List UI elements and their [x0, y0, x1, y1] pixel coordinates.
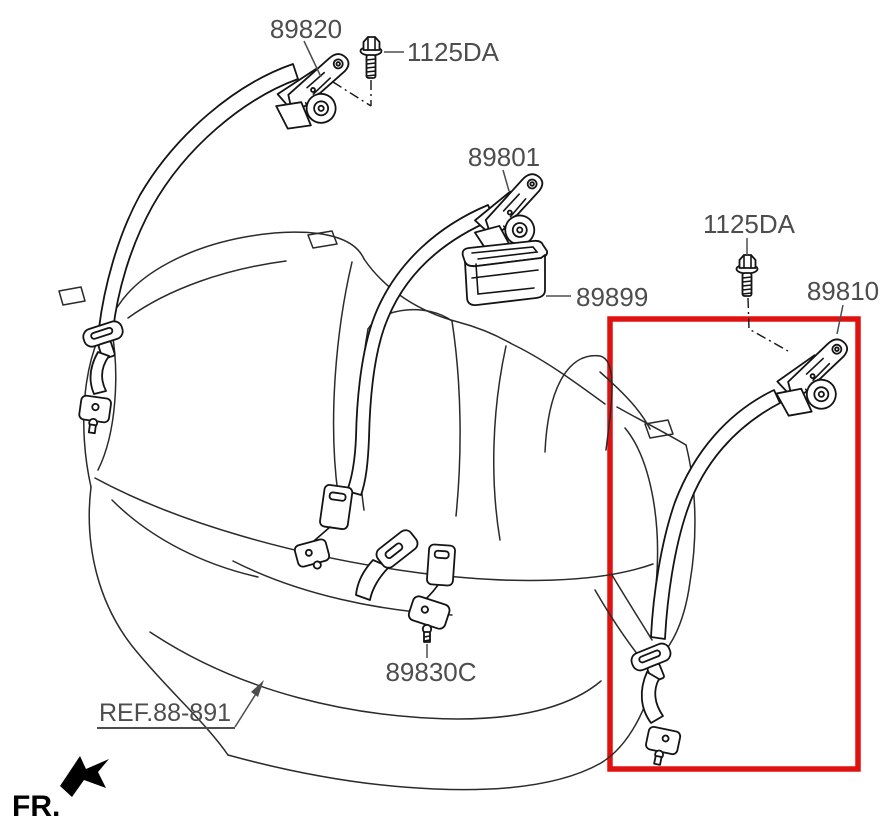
belt-anchor-89820 — [78, 394, 112, 435]
retractor-89810 — [764, 335, 865, 424]
part-label-89899[interactable]: 89899 — [576, 282, 648, 312]
cover-89899-drawing — [461, 239, 549, 306]
ref-arrow-icon — [251, 680, 264, 697]
part-label-89810[interactable]: 89810 — [807, 276, 879, 306]
fr-arrow-icon — [60, 756, 109, 797]
buckle-assembly-89830c — [355, 529, 456, 643]
bolt-1125da-top — [359, 36, 383, 79]
buckle-left-drawing — [319, 484, 354, 531]
ref-arrow-line — [234, 688, 260, 728]
highlight-box-89810 — [607, 316, 861, 772]
belt-anchor-89810 — [645, 725, 682, 766]
leader-89810 — [836, 304, 844, 335]
fr-label: FR. — [12, 790, 60, 823]
part-labels: 89820 1125DA 89801 89899 1125DA 89810 89… — [99, 14, 879, 727]
buckle-left-anchor — [293, 538, 331, 570]
assembly-dash-lines — [332, 80, 789, 352]
leader-89820 — [303, 40, 322, 78]
part-label-1125da-top[interactable]: 1125DA — [407, 37, 500, 67]
belt-89801-drawing — [293, 169, 564, 570]
part-label-89801[interactable]: 89801 — [468, 142, 540, 172]
part-label-89830c[interactable]: 89830C — [385, 657, 476, 687]
parts-art — [78, 36, 865, 766]
leader-lines — [97, 40, 844, 729]
part-label-1125da-right[interactable]: 1125DA — [703, 209, 796, 239]
belt-89810-drawing — [630, 335, 865, 766]
bolt-1125da-right — [735, 254, 759, 297]
ref-label[interactable]: REF.88-891 — [99, 699, 231, 727]
part-label-89820[interactable]: 89820 — [270, 14, 342, 44]
leader-89801 — [502, 169, 510, 192]
belt-89820-drawing — [78, 50, 365, 435]
